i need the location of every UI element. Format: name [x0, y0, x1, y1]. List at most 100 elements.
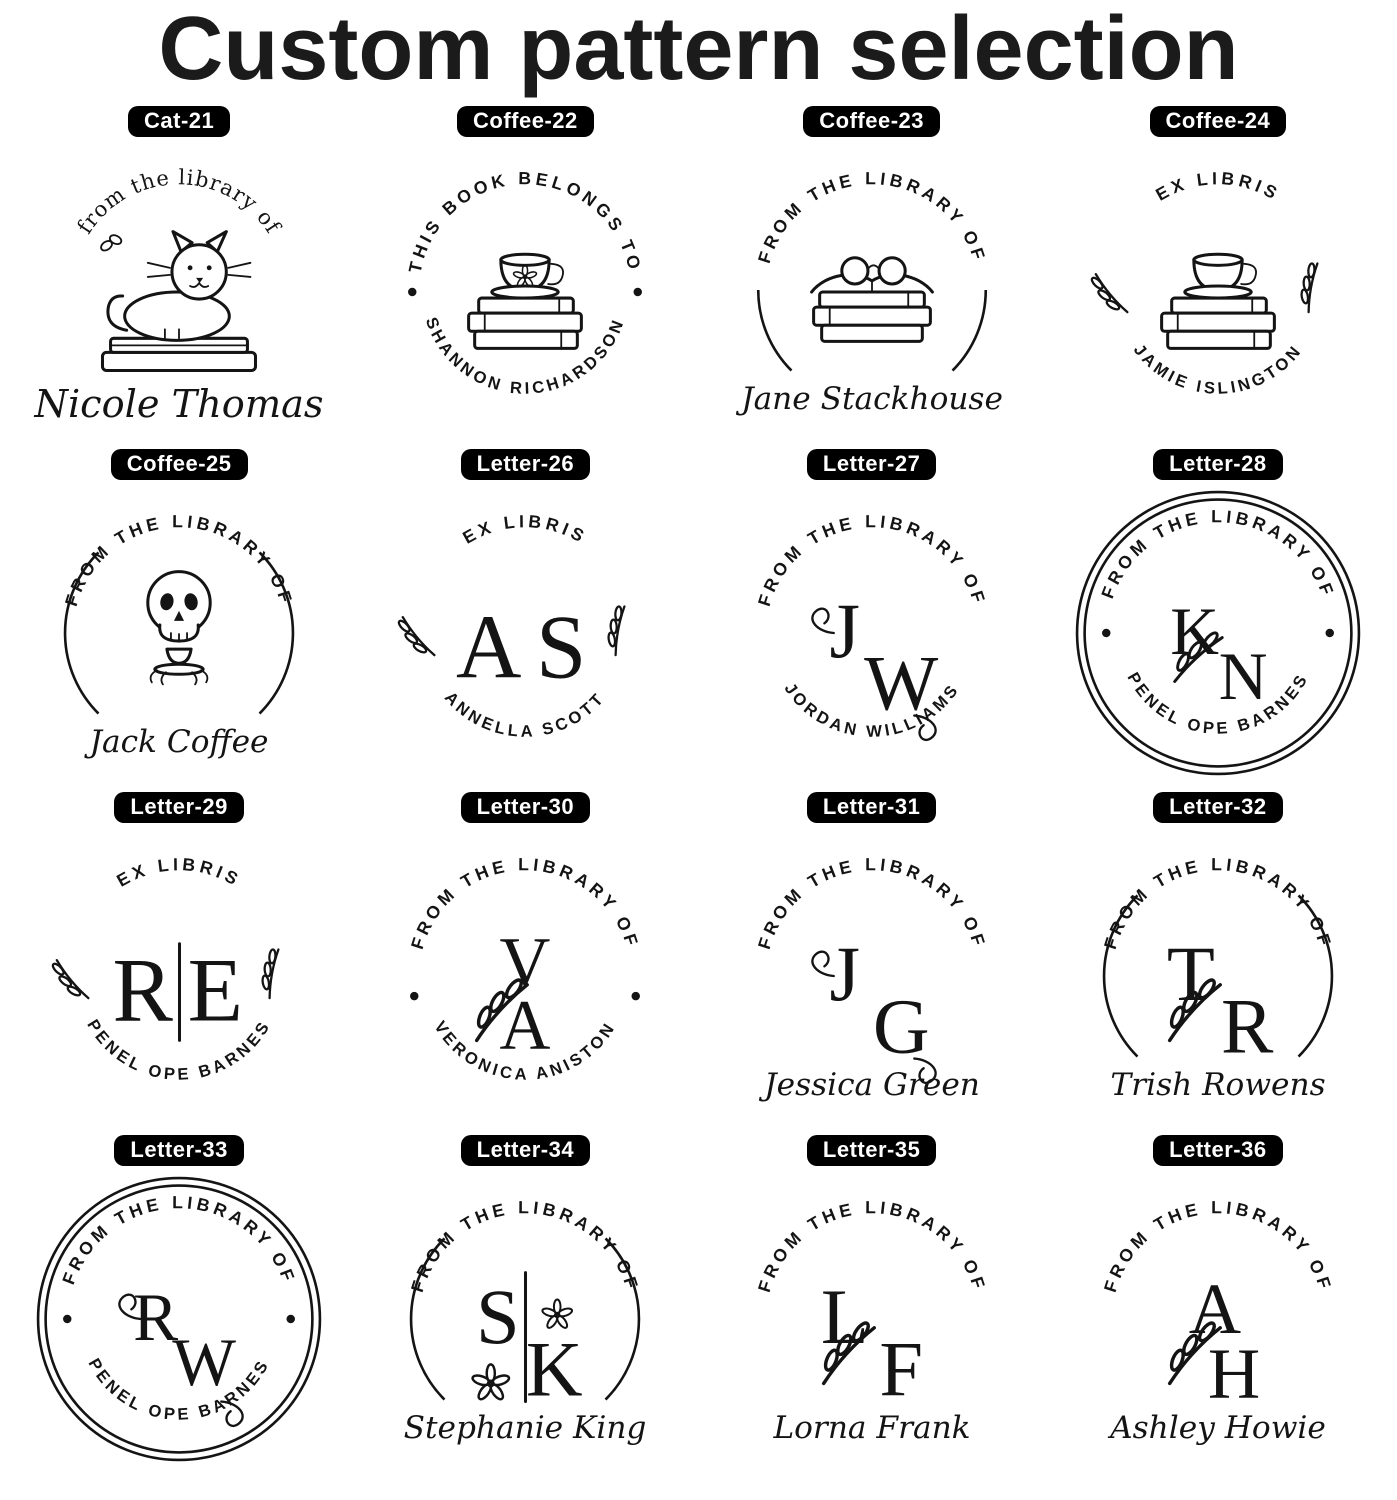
pattern-id-badge: Cat-21 [128, 105, 231, 137]
dot-ornament [286, 1314, 296, 1324]
curl-flourish [912, 1057, 937, 1085]
monogram-branch-decoration [1167, 1321, 1222, 1386]
pattern-id-badge: Letter-34 [460, 1135, 591, 1167]
left-arc-border [1102, 894, 1139, 1058]
stamp-name-text: Ashley Howie [1107, 1410, 1326, 1446]
pattern-id-label: Letter-33 [130, 1137, 228, 1163]
curl-flourish [118, 1293, 143, 1321]
pattern-id-label: Letter-29 [130, 793, 228, 819]
monogram-letter: W [864, 639, 938, 726]
right-arc-border [258, 551, 295, 715]
coffee-cup-on-books-flower-icon [467, 252, 584, 350]
inner-ring [44, 1184, 314, 1454]
coffee-cup-on-books-icon [1159, 252, 1276, 350]
pattern-id-badge: Letter-30 [460, 791, 591, 824]
monogram: TR [1167, 930, 1274, 1069]
monogram-letter: R [113, 939, 174, 1040]
monogram-letter: K [526, 1326, 583, 1413]
pattern-id-badge: Letter-32 [1153, 791, 1283, 824]
left-arc-border [410, 1237, 446, 1401]
leaf-branch-decoration [1090, 272, 1129, 314]
pattern-id-badge: Letter-36 [1153, 1135, 1283, 1167]
monogram-letter: A [456, 596, 521, 697]
monogram-letter: H [1208, 1333, 1260, 1414]
pattern-id-label: Letter-30 [476, 793, 575, 819]
monogram: SK [476, 1271, 583, 1413]
stamp-top-arc-text: EX LIBRIS [1152, 168, 1283, 205]
leaf-branch-decoration [1300, 262, 1319, 314]
monogram-letter: R [133, 1280, 178, 1355]
dot-ornament [1101, 628, 1111, 638]
pattern-id-badge: Letter-33 [114, 1135, 244, 1167]
monogram-branch-decoration [475, 978, 530, 1043]
pattern-id-badge: Letter-27 [806, 448, 937, 480]
stamp-top-arc-text: FROM THE LIBRARY OF [1100, 854, 1336, 951]
pattern-id-label: Letter-31 [822, 793, 921, 819]
pattern-id-badge: Letter-35 [806, 1135, 937, 1167]
pattern-id-badge: Coffee-25 [110, 448, 248, 480]
pattern-id-label: Cat-21 [144, 107, 215, 133]
monogram-letter: G [872, 983, 929, 1070]
dot-ornament [1325, 628, 1334, 638]
books-with-glasses-icon [809, 256, 934, 343]
outer-ring [1075, 490, 1361, 776]
monogram-letter: W [172, 1325, 236, 1400]
stamp-name-text: Jessica Green [758, 1067, 980, 1103]
pattern-id-label: Coffee-24 [1165, 107, 1271, 133]
pattern-id-badge: Coffee-22 [457, 105, 594, 137]
monogram-letter: L [820, 1273, 868, 1360]
stamp-top-arc-text: FROM THE LIBRARY OF [754, 511, 990, 608]
monogram-branch-decoration [1167, 978, 1222, 1043]
pattern-id-badge: Letter-26 [460, 448, 591, 480]
dot-ornament [410, 991, 419, 1001]
stamp-name-text: Jack Coffee [84, 724, 269, 760]
monogram-letter: F [879, 1326, 923, 1413]
pattern-id-badge: Letter-28 [1153, 448, 1283, 480]
pattern-id-badge: Coffee-24 [1149, 105, 1287, 137]
stamp-top-arc-text: EX LIBRIS [460, 511, 591, 548]
right-arc-border [1297, 894, 1334, 1058]
pattern-id-label: Coffee-25 [126, 450, 232, 476]
pattern-id-label: Letter-35 [822, 1137, 921, 1163]
pattern-id-label: Letter-36 [1169, 1137, 1267, 1163]
leaf-branch-decoration [398, 615, 436, 657]
curl-flourish [220, 1400, 244, 1428]
curl-flourish [912, 714, 937, 741]
pattern-id-label: Coffee-23 [819, 107, 924, 133]
monogram: RW [133, 1280, 236, 1400]
stamp-top-arc-text: FROM THE LIBRARY OF [754, 1197, 990, 1294]
